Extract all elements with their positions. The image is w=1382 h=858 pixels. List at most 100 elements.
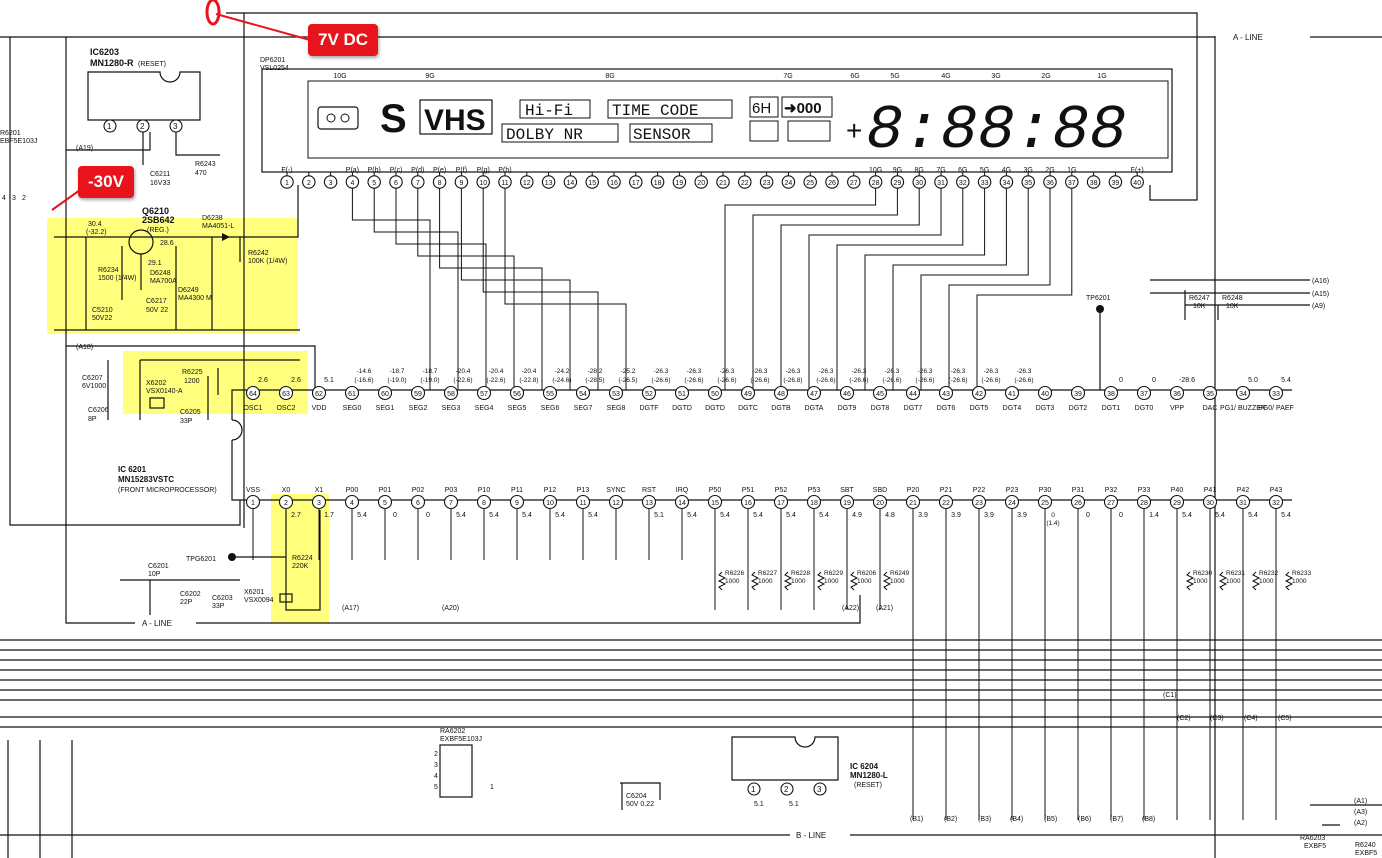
ic-pin-upper bbox=[1202, 385, 1218, 401]
ic-pin-upper bbox=[1235, 385, 1251, 401]
ic-pin-number: 13 bbox=[645, 500, 653, 507]
dp-pin bbox=[607, 175, 621, 189]
dp-pin-label: F(-) bbox=[281, 167, 292, 174]
pullup-ref: R6206 bbox=[857, 570, 877, 577]
dp-pin bbox=[1108, 175, 1123, 189]
svg-text:IC 6204: IC 6204 bbox=[850, 762, 879, 771]
dp-pin-label: 2G bbox=[1045, 167, 1054, 174]
svg-text:C6217: C6217 bbox=[146, 298, 167, 305]
ic-pin-name: VSS bbox=[246, 487, 260, 494]
ic-pin-upper bbox=[377, 385, 393, 401]
svg-text:(C4): (C4) bbox=[1244, 715, 1258, 722]
svg-text:DOLBY NR: DOLBY NR bbox=[506, 126, 583, 144]
ic6203: 1 2 3 IC6203 MN1280-R (RESET) C6211 16V3… bbox=[76, 47, 220, 351]
line-labels: A - LINE A - LINE B - LINE bbox=[136, 32, 1305, 840]
ic-pin-number: 57 bbox=[480, 391, 488, 398]
pin-voltage: -25.2 bbox=[621, 368, 636, 375]
pin-voltage: (-26.6) bbox=[915, 377, 934, 384]
pin-voltage: (-28.5) bbox=[585, 377, 604, 384]
ic-pin-number: 52 bbox=[645, 391, 653, 398]
pin-voltage: 5.4 bbox=[555, 512, 565, 519]
dp-pin-number: 33 bbox=[981, 180, 989, 187]
svg-text:(-32.2): (-32.2) bbox=[86, 229, 107, 236]
pin-voltage: 2.6 bbox=[258, 377, 268, 384]
svg-text:1: 1 bbox=[751, 785, 756, 794]
ic-pin-name: P02 bbox=[412, 487, 425, 494]
callout-lines bbox=[51, 0, 311, 211]
dp-pin-number: 3 bbox=[329, 180, 333, 187]
ic-pin-number: 44 bbox=[909, 391, 917, 398]
ic6203-ref: IC6203 bbox=[90, 47, 119, 57]
ic6201: IC 6201 MN15283VSTC (FRONT MICROPROCESSO… bbox=[118, 368, 1294, 820]
ic-pin-name: DGTD bbox=[705, 405, 725, 412]
ic-pin-number: 18 bbox=[810, 500, 818, 507]
ic-pin-upper bbox=[1136, 385, 1152, 401]
ic-pin-name: OSC1 bbox=[243, 405, 262, 412]
ic-pin-number: 5 bbox=[383, 500, 387, 507]
ic-pin-lower bbox=[641, 494, 657, 510]
ic-pin-name: P30 bbox=[1039, 487, 1052, 494]
pullup-ref: R6229 bbox=[824, 570, 844, 577]
svg-text:C6206: C6206 bbox=[88, 407, 109, 414]
grid-label: 6G bbox=[850, 73, 859, 80]
ic-pin-name: P52 bbox=[775, 487, 788, 494]
ic-pin-lower bbox=[1136, 494, 1152, 510]
svg-text:C6211: C6211 bbox=[150, 171, 170, 178]
svg-text:(A22): (A22) bbox=[842, 605, 859, 612]
svg-text:D6238: D6238 bbox=[202, 215, 223, 222]
svg-text:Q6210: Q6210 bbox=[142, 206, 169, 216]
dp-pin-number: 31 bbox=[937, 180, 945, 187]
pin-voltage: (-19.0) bbox=[420, 377, 439, 384]
svg-text:(A15): (A15) bbox=[1312, 291, 1329, 298]
grid-label: 2G bbox=[1041, 73, 1050, 80]
dp-pin-number: 20 bbox=[697, 180, 705, 187]
ic-pin-number: 48 bbox=[777, 391, 785, 398]
svg-text:5.1: 5.1 bbox=[754, 801, 764, 808]
ic-pin-upper bbox=[905, 385, 921, 401]
pin-voltage: 0 bbox=[1051, 512, 1055, 519]
ic-pin-name: RST bbox=[642, 487, 657, 494]
pin-voltage: 1.4 bbox=[1149, 512, 1159, 519]
ic-pin-upper bbox=[938, 385, 954, 401]
svg-text:R6225: R6225 bbox=[182, 369, 203, 376]
svg-text:MA4051-L: MA4051-L bbox=[202, 223, 234, 230]
ic-pin-name: P10 bbox=[478, 487, 491, 494]
pin-voltage: -26.3 bbox=[1017, 368, 1032, 375]
ic-pin-name: SBT bbox=[840, 487, 854, 494]
ic-pin-name: SEG8 bbox=[607, 405, 626, 412]
pin-voltage: -26.3 bbox=[687, 368, 702, 375]
dp-pin bbox=[716, 175, 730, 189]
ic-pin-lower bbox=[575, 494, 591, 510]
pin-voltage: -18.7 bbox=[423, 368, 438, 375]
pin-voltage: -20.4 bbox=[489, 368, 504, 375]
pin-voltage: (-26.6) bbox=[750, 377, 769, 384]
svg-text:R6240: R6240 bbox=[1355, 842, 1376, 849]
ic-pin-name: DGTD bbox=[672, 405, 692, 412]
grid-label: 4G bbox=[941, 73, 950, 80]
ic-pin-name: DGT4 bbox=[1003, 405, 1022, 412]
svg-text:Hi-Fi: Hi-Fi bbox=[525, 102, 573, 120]
dp-pin bbox=[629, 175, 643, 189]
pin-voltage: -26.3 bbox=[819, 368, 834, 375]
pin-voltage: 5.4 bbox=[588, 512, 598, 519]
svg-text:C5210: C5210 bbox=[92, 307, 113, 314]
ic-pin-lower bbox=[806, 494, 822, 510]
dp-pin-number: 10 bbox=[479, 180, 487, 187]
ic-pin-lower bbox=[1235, 494, 1251, 510]
svg-text:(B3): (B3) bbox=[978, 816, 991, 823]
svg-text:R6234: R6234 bbox=[98, 267, 119, 274]
pin-voltage: (-22.8) bbox=[519, 377, 538, 384]
pin-voltage: 3.9 bbox=[984, 512, 994, 519]
ic-pin-lower bbox=[278, 494, 294, 510]
pullup-value: 1000 bbox=[725, 578, 740, 585]
svg-text:TPG6201: TPG6201 bbox=[186, 556, 216, 563]
ic-pin-name: P31 bbox=[1072, 487, 1085, 494]
ic6204: C6204 50V 0.22 1 2 3 5.1 5.1 IC 6204 MN1… bbox=[620, 736, 888, 810]
dp-pin-number: 4 bbox=[350, 180, 354, 187]
svg-text:MA700A: MA700A bbox=[150, 278, 177, 285]
dp-pin-number: 16 bbox=[610, 180, 618, 187]
ic-pin-lower bbox=[740, 494, 756, 510]
svg-text:(A19): (A19) bbox=[76, 145, 93, 152]
dp-pin-label: 10G bbox=[869, 167, 882, 174]
ic-pin-upper bbox=[1004, 385, 1020, 401]
